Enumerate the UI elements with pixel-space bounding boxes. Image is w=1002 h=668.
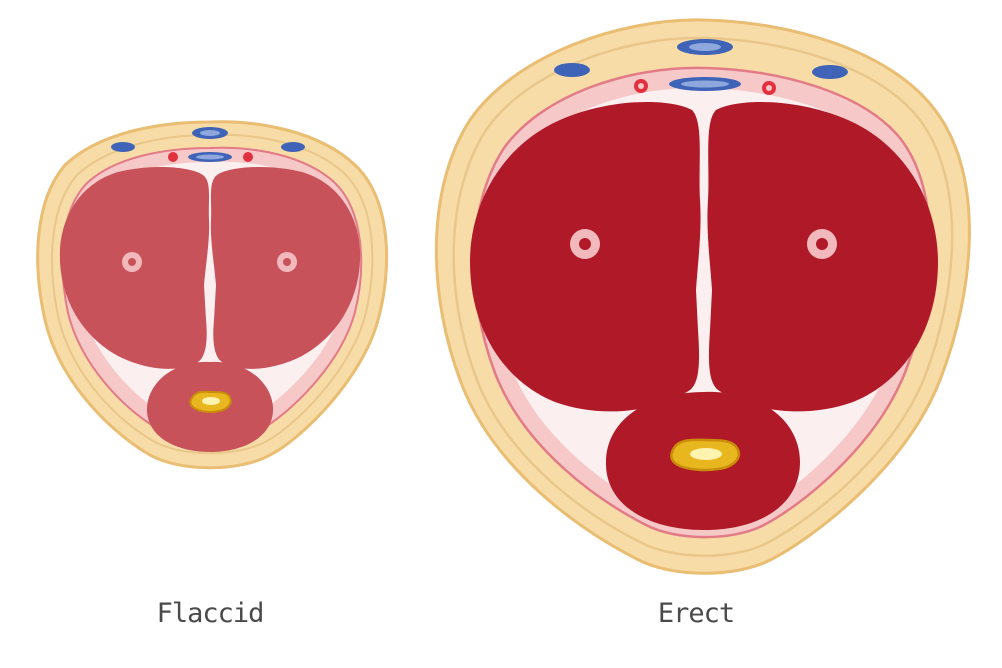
flaccid-dorsal-artery-left-icon — [168, 152, 178, 162]
flaccid-cross-section — [36, 120, 389, 470]
erect-cross-section — [434, 18, 971, 575]
erect-cavernosal-artery-right-icon — [807, 229, 837, 259]
flaccid-label: Flaccid — [156, 598, 265, 629]
flaccid-lateral-vein-left-icon — [111, 142, 135, 152]
erect-cavernosal-artery-left-icon — [570, 229, 600, 259]
erect-lateral-vein-left-icon — [554, 63, 590, 77]
flaccid-lateral-vein-right-icon — [281, 142, 305, 152]
flaccid-dorsal-artery-right-icon — [243, 152, 253, 162]
flaccid-fat-line — [51, 133, 374, 455]
flaccid-cavernosal-artery-right-icon — [277, 252, 297, 272]
erect-lateral-vein-right-icon — [812, 65, 848, 79]
flaccid-cavernosal-artery-left-icon — [122, 252, 142, 272]
erect-fat-line — [452, 36, 954, 557]
erect-label: Erect — [657, 598, 735, 629]
